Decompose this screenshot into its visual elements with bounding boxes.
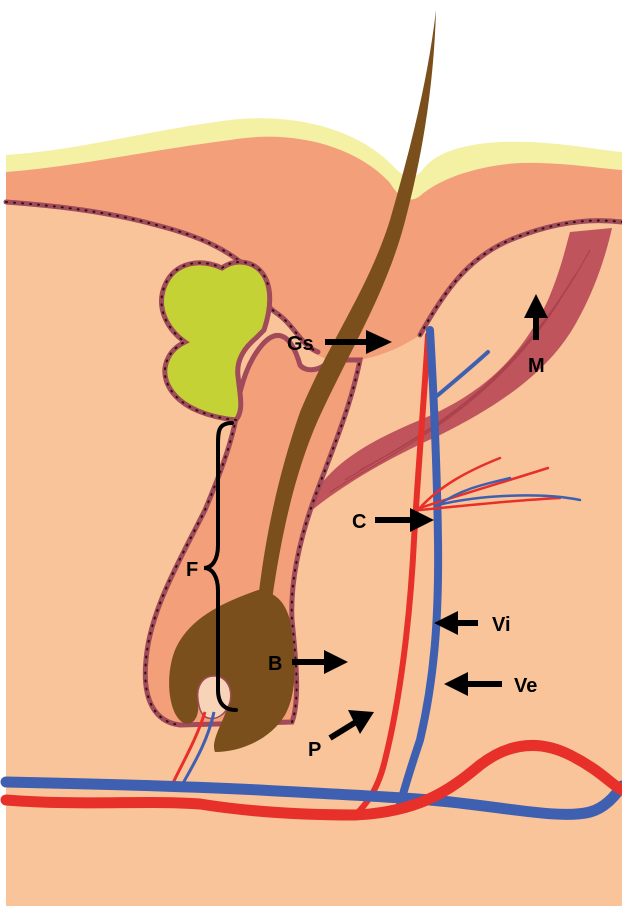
label-m: M — [528, 355, 545, 377]
label-p: P — [308, 739, 321, 761]
label-ve: Ve — [514, 675, 537, 697]
label-b: B — [268, 653, 282, 675]
label-vi: Vi — [492, 614, 511, 636]
label-f: F — [186, 559, 198, 581]
label-gs: Gs — [287, 333, 314, 355]
label-c: C — [352, 511, 366, 533]
